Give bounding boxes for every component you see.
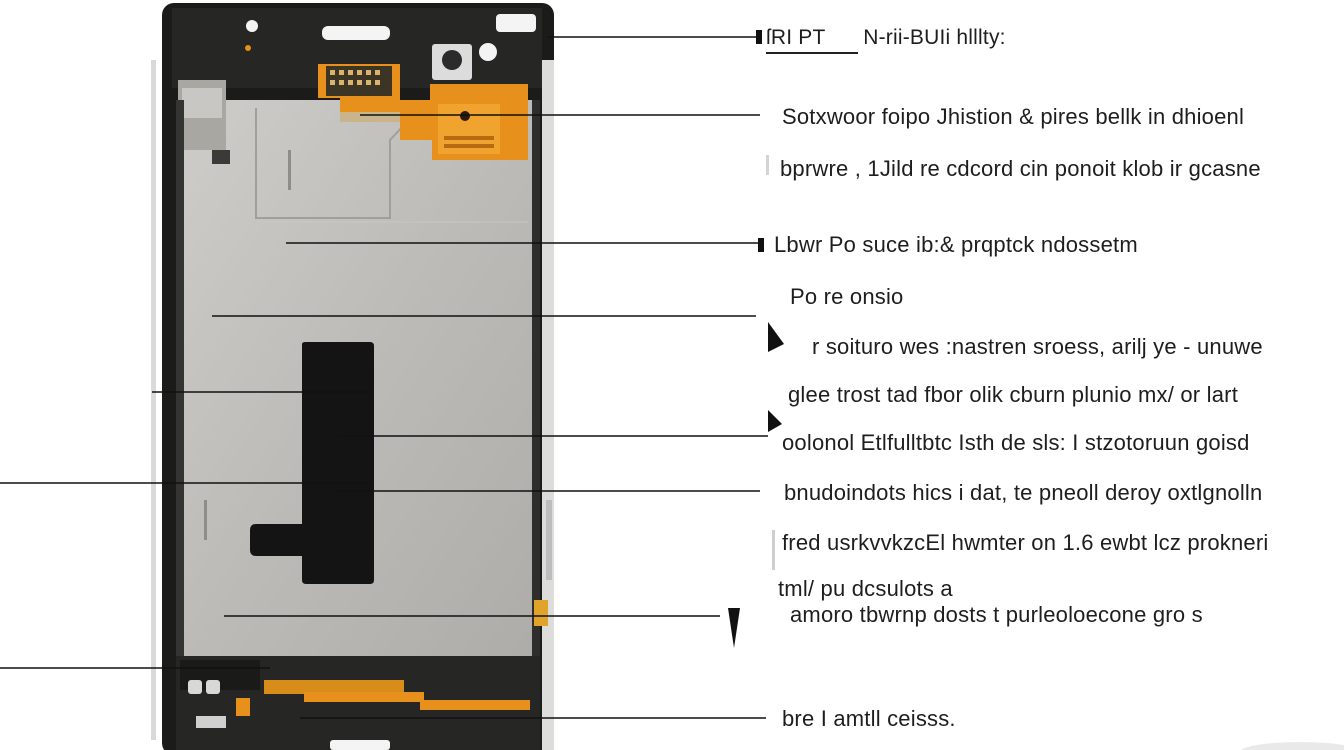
callout-label: bre I amtll ceisss.: [782, 706, 956, 731]
callout-label: Sotxwoor foipo Jhistion & pires bellk in…: [782, 104, 1245, 129]
flex-dot: [460, 111, 470, 121]
pointer-arrow: [728, 608, 740, 648]
panel-mark-lower: [204, 500, 207, 540]
bottom-flex: [420, 700, 530, 710]
pointer-tick: [756, 30, 762, 44]
side-button: [546, 500, 552, 580]
bottom-connector: [196, 716, 226, 728]
proximity-sensor: [479, 43, 497, 61]
callout-label: fred usrkvvkzcEl hwmter on 1.6 ewbt lcz …: [782, 530, 1269, 555]
flex-trace: [444, 144, 494, 148]
title-underline: [766, 52, 858, 54]
bottom-port: [330, 740, 390, 750]
bottom-screw: [206, 680, 220, 694]
front-camera-lens: [442, 50, 462, 70]
flex-connector-pins: [330, 70, 380, 85]
pointer-arrow: [768, 410, 782, 432]
panel-notch: [212, 150, 230, 164]
bottom-component: [236, 698, 250, 716]
callout-label: oolonol Etlfulltbtc Isth de sls: I stzot…: [782, 430, 1250, 455]
callout-label: bprwre , 1Jild re cdcord cin ponoit klob…: [780, 156, 1261, 181]
callout-label: Po re onsio: [790, 284, 904, 309]
screw-dot: [245, 45, 251, 51]
panel-border-left: [176, 100, 184, 660]
pointer-arrow: [768, 322, 784, 352]
text-tick: [772, 530, 775, 570]
diagram-title: ſRI PT N-rii-BUIi hlllty:: [766, 26, 1006, 50]
leader-lines: [0, 36, 768, 719]
callout-label: bnudoindots hics i dat, te pneoll deroy …: [784, 480, 1263, 505]
top-slot: [496, 14, 536, 32]
callout-label: glee trost tad fbor olik cburn plunio mx…: [788, 382, 1239, 407]
metal-tab-highlight: [182, 88, 222, 118]
title-part-b: N-rii-BUIi hlllty:: [863, 26, 1006, 49]
text-tick: [766, 155, 769, 175]
bottom-flex: [304, 692, 424, 702]
adhesive-strip: [250, 342, 374, 584]
bottom-flex: [264, 680, 404, 694]
flex-trace: [444, 136, 494, 140]
side-rail: [542, 60, 554, 750]
earpiece-slot: [322, 26, 390, 40]
pointer-tick: [758, 238, 764, 252]
rail-tab: [534, 600, 548, 626]
callout-label: amoro tbwrnp dosts t purleoloecone gro s: [790, 602, 1203, 627]
corner-shadow: [1241, 742, 1344, 750]
callout-label: tml/ pu dcsulots a: [778, 576, 953, 601]
panel-mark: [288, 150, 291, 190]
flex-strip: [340, 112, 400, 122]
callout-label: Lbwr Po suce ib:& prqptck ndossetm: [774, 232, 1138, 257]
title-part-a: ſRI PT: [766, 26, 826, 49]
sensor-hole: [246, 20, 258, 32]
panel-border-right: [532, 100, 540, 660]
bottom-screw: [188, 680, 202, 694]
callout-label: r soituro wes :nastren sroess, arilj ye …: [812, 334, 1263, 359]
bezel-edge: [151, 60, 156, 740]
